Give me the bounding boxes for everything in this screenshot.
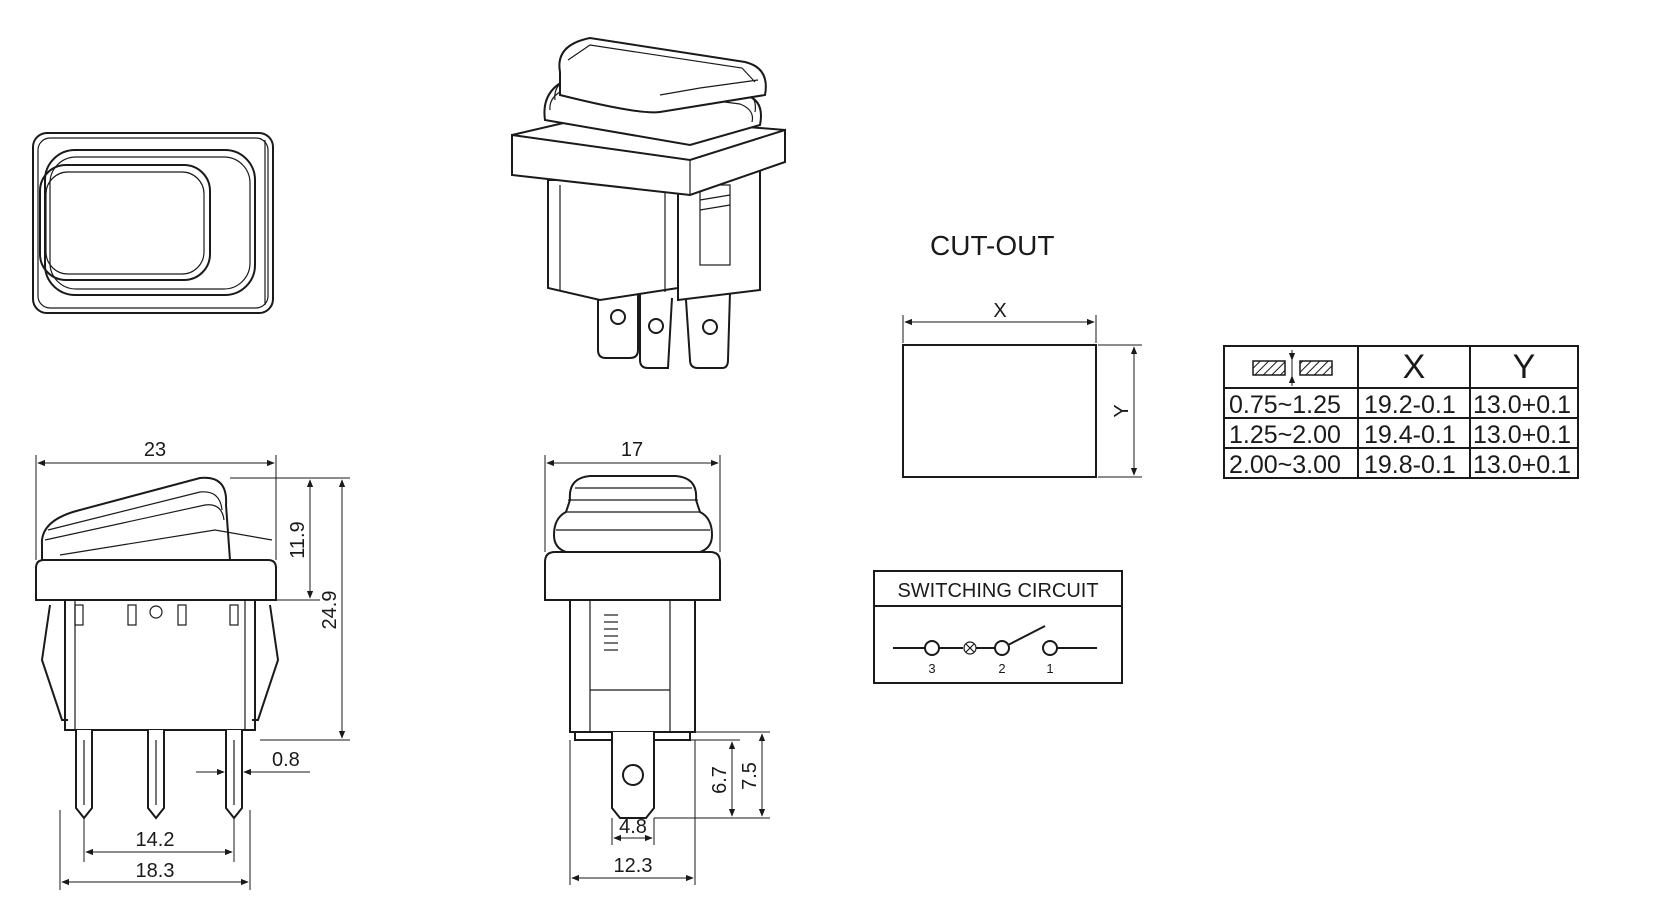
table-cell: 13.0+0.1 (1473, 391, 1571, 419)
side-view: 23 11.9 24.9 0.8 14.2 18.3 (35, 439, 350, 890)
terminal-label: 1 (1046, 661, 1053, 676)
table-cell: 13.0+0.1 (1473, 421, 1571, 449)
dim-front-width: 17 (621, 439, 643, 461)
circuit-title: SWITCHING CIRCUIT (897, 580, 1098, 602)
terminal-label: 3 (928, 661, 935, 676)
dim-body-width: 12.3 (614, 855, 653, 877)
dim-side-width: 23 (144, 439, 166, 461)
table-cell: 1.25~2.00 (1229, 421, 1341, 449)
panel-table: X Y 0.75~1.25 19.2-0.1 13.0+0.1 1.25~2.0… (1223, 345, 1579, 479)
front-view: 17 6.7 7.5 4.8 12.3 (544, 439, 770, 885)
table-cell: 0.75~1.25 (1229, 391, 1341, 419)
terminal-label: 2 (998, 661, 1005, 676)
dim-terminal-length: 6.7 (709, 766, 731, 794)
switching-circuit: SWITCHING CIRCUIT 3 2 1 (873, 570, 1123, 684)
table-cell: 13.0+0.1 (1473, 451, 1571, 479)
table-header-y: Y (1513, 348, 1536, 386)
top-view (32, 132, 274, 314)
table-cell: 19.8-0.1 (1364, 451, 1456, 479)
dim-outer-pin-span: 18.3 (136, 860, 175, 882)
table-cell: 19.2-0.1 (1364, 391, 1456, 419)
dim-terminal-total: 7.5 (739, 762, 761, 790)
table-header-x: X (1403, 348, 1426, 386)
dim-total-height: 24.9 (319, 591, 341, 630)
latch-ribs (604, 614, 618, 651)
cutout-y-label: Y (1111, 404, 1133, 417)
table-cell: 2.00~3.00 (1229, 451, 1341, 479)
dim-terminal-width: 4.8 (619, 816, 647, 838)
cutout-diagram: CUT-OUT X Y (902, 230, 1142, 478)
isometric-view (511, 36, 786, 369)
dim-rocker-height: 11.9 (287, 521, 309, 558)
lamp-symbol (963, 641, 977, 655)
cutout-title: CUT-OUT (930, 230, 1054, 261)
dim-inner-pin-span: 14.2 (136, 829, 175, 851)
cutout-x-label: X (993, 300, 1006, 322)
panel-thickness-icon (1252, 350, 1333, 386)
dim-pin-thickness: 0.8 (272, 749, 300, 771)
table-cell: 19.4-0.1 (1364, 421, 1456, 449)
